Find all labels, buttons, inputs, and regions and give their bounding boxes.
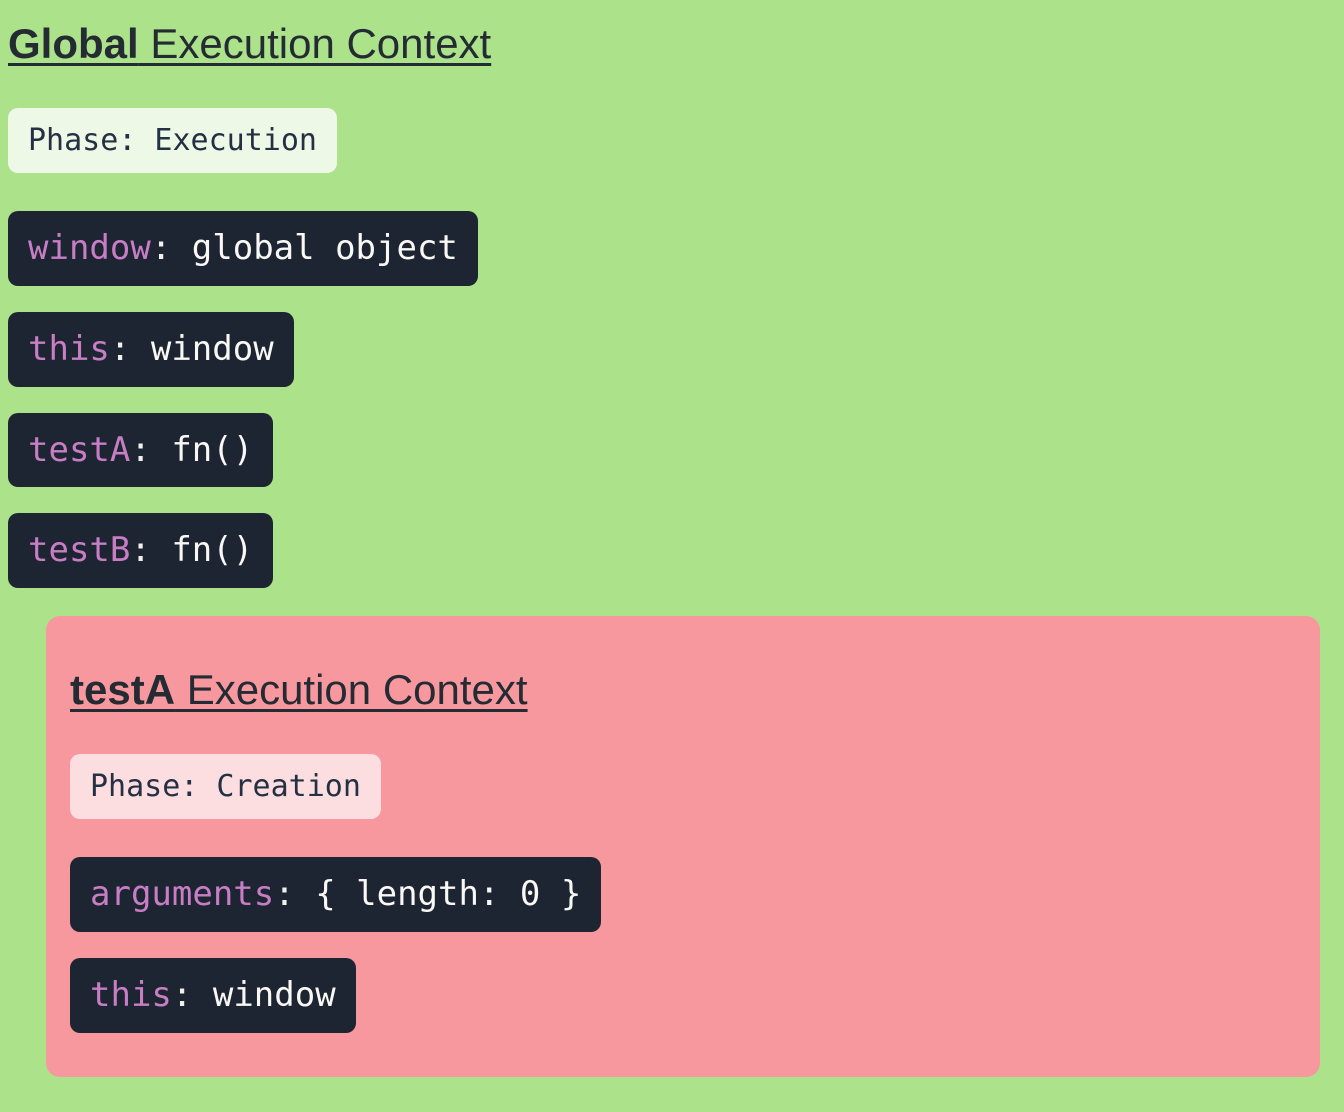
- phase-value: Creation: [216, 769, 361, 805]
- variable-key: arguments: [90, 874, 275, 915]
- colon: :: [109, 328, 131, 369]
- variable-badge: window: global object: [8, 211, 478, 286]
- colon: :: [130, 429, 151, 470]
- variable-value: global object: [191, 228, 458, 268]
- colon: :: [274, 874, 295, 915]
- phase-badge: Phase: Creation: [70, 754, 381, 820]
- variable-badge: arguments: { length: 0 }: [70, 857, 602, 932]
- variable-key: this: [28, 328, 110, 369]
- phase-badge: Phase: Execution: [8, 108, 337, 173]
- variable-key: testB: [28, 530, 131, 571]
- colon: :: [130, 530, 151, 571]
- phase-value: Execution: [154, 123, 317, 158]
- variable-value: fn(): [171, 429, 254, 470]
- nested-context-title: testA Execution Context: [70, 666, 1296, 714]
- variable-value: window: [150, 328, 274, 369]
- variable-value: { length: 0 }: [315, 874, 582, 915]
- phase-label: Phase:: [90, 769, 199, 805]
- variable-badge: testB: fn(): [8, 513, 274, 589]
- context-name: Global: [8, 20, 139, 67]
- variable-badge: testA: fn(): [8, 412, 274, 488]
- variable-key: testA: [28, 429, 131, 470]
- variable-value: fn(): [171, 530, 254, 571]
- variable-badge: this: window: [8, 311, 294, 387]
- variable-badge: this: window: [70, 957, 356, 1033]
- variable-key: this: [90, 974, 172, 1015]
- testA-execution-context: testA Execution Context Phase: Creation a…: [46, 616, 1320, 1077]
- phase-label: Phase:: [28, 123, 137, 158]
- context-title-rest: Execution Context: [175, 666, 528, 714]
- variable-key: window: [28, 228, 151, 268]
- context-title-rest: Execution Context: [138, 20, 492, 67]
- context-name: testA: [70, 666, 176, 714]
- colon: :: [150, 228, 172, 268]
- colon: :: [171, 974, 193, 1015]
- variable-value: window: [212, 974, 336, 1015]
- global-context-title: Global Execution Context: [8, 20, 1336, 68]
